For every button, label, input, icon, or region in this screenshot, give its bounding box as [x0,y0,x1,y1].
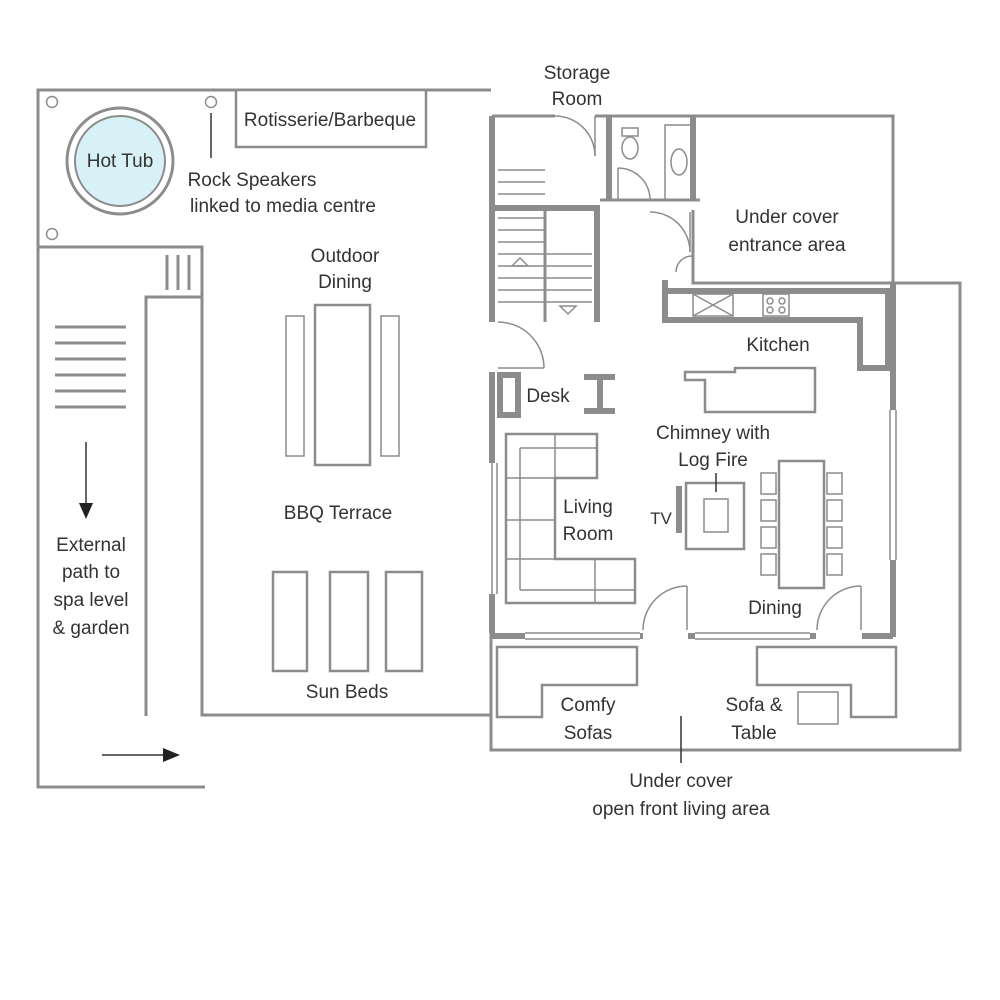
entrance-walls [489,114,962,752]
bbq-terrace-label: BBQ Terrace [284,503,392,524]
desk-label: Desk [526,386,570,407]
rotisserie-label: Rotisserie/Barbeque [244,110,416,131]
rotisserie-barbeque-box [234,88,428,149]
stair-storage-walls [489,114,700,322]
kitchen-label: Kitchen [746,335,809,356]
entrance-area-label: Under cover [735,207,839,228]
desk [584,374,615,414]
chimney-label: Log Fire [678,450,748,471]
arrow-down-icon [79,503,93,519]
outdoor-dining-label: Dining [318,272,372,293]
path-arrows [79,442,180,762]
dining-label: Dining [748,598,802,619]
comfy-sofas-label: Comfy [561,695,616,716]
rock-speakers [45,95,218,241]
toilet-icon [621,136,639,160]
coffee-table [797,691,839,725]
external-path-label: spa level [54,590,129,611]
outdoor-dining-table [285,303,400,467]
sun-beds [271,570,424,673]
open-front-area-label: Under cover [629,771,733,792]
terrace-steps [165,255,191,290]
sofa-table-label: Sofa & [725,695,782,716]
chimney-label: Chimney with [656,423,770,444]
outdoor-dining-label: Outdoor [311,246,380,267]
open-front-area-label: open front living area [592,799,770,820]
tv-label: TV [650,509,672,528]
open-front-sofas [495,645,898,763]
labels: Storage Room Rotisserie/Barbeque Hot Tub… [52,63,846,820]
rock-speakers-label: Rock Speakers [188,170,317,191]
arrow-right-icon [163,748,180,762]
living-room-sofa [504,432,637,605]
living-room-label: Room [563,524,614,545]
hob-icon [762,293,790,317]
rock-speaker-icon [204,95,218,109]
stairs-up-icon [510,256,530,267]
hot-tub-label: Hot Tub [87,151,154,172]
comfy-sofas-label: Sofas [564,723,613,744]
sofa-table-label: Table [731,723,776,744]
external-steps [55,325,126,409]
stairs-down-icon [558,305,578,316]
rock-speaker-icon [45,95,59,109]
stair-treads [498,169,592,316]
external-path-label: & garden [52,618,129,639]
storage-room-label: Storage [544,63,611,84]
hot-tub [65,106,175,216]
main-walls [489,283,897,640]
storage-room-label: Room [552,89,603,110]
sun-beds-label: Sun Beds [306,682,388,703]
entrance-area-label: entrance area [728,235,846,256]
rock-speaker-icon [45,227,59,241]
dining-table [760,459,843,590]
tv-and-chimney [676,473,746,551]
rock-speakers-label: linked to media centre [190,196,376,217]
external-path-label: path to [62,562,120,583]
sink-icon [670,148,688,176]
kitchen-counter [662,280,891,414]
wc [617,124,694,201]
external-path-label: External [56,535,126,556]
living-room-label: Living [563,497,613,518]
